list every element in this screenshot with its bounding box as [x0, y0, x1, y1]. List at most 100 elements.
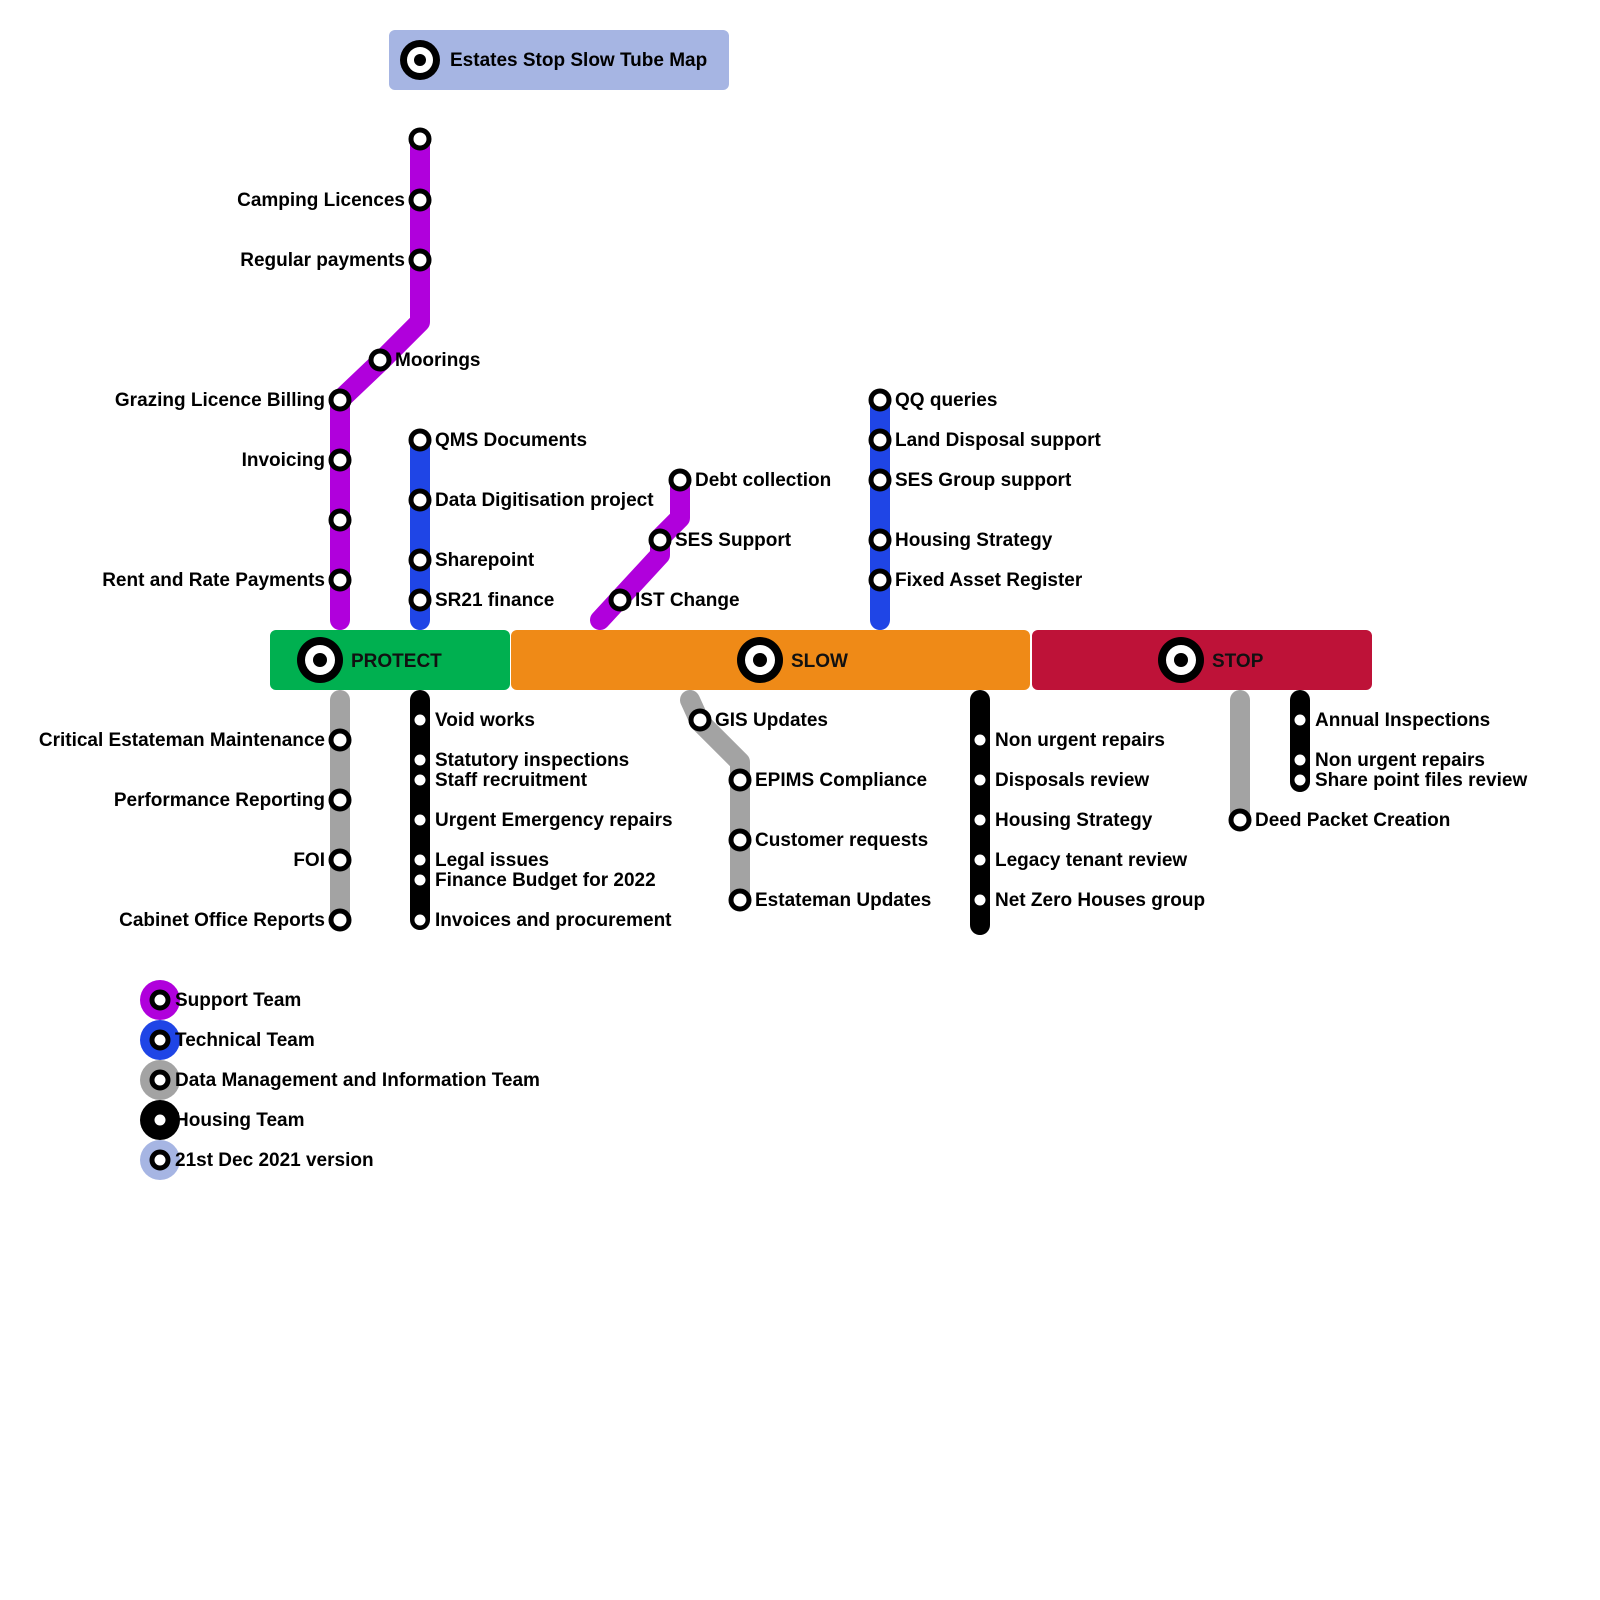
station-label: Housing Strategy	[995, 810, 1153, 831]
station-marker[interactable]	[648, 528, 672, 552]
station-label: IST Change	[635, 590, 740, 611]
station[interactable]: Finance Budget for 2022	[411, 870, 656, 891]
station[interactable]: Sharepoint	[408, 548, 535, 572]
station[interactable]: GIS Updates	[688, 708, 828, 732]
station[interactable]: Disposals review	[971, 770, 1149, 791]
station[interactable]: Legacy tenant review	[971, 850, 1187, 871]
title-box: Estates Stop Slow Tube Map	[389, 30, 729, 90]
station-marker[interactable]	[408, 428, 432, 452]
station-marker[interactable]	[868, 428, 892, 452]
station-marker[interactable]	[1291, 711, 1309, 729]
station[interactable]: Invoices and procurement	[411, 910, 672, 931]
station-marker[interactable]	[688, 708, 712, 732]
station[interactable]: Debt collection	[668, 468, 831, 492]
station[interactable]: Invoicing	[242, 448, 352, 472]
station-marker[interactable]	[328, 508, 352, 532]
station[interactable]: Share point files review	[1291, 770, 1527, 791]
station-marker[interactable]	[608, 588, 632, 612]
station[interactable]: Performance Reporting	[114, 788, 352, 812]
legend-item: Housing Team	[140, 1100, 305, 1140]
station[interactable]: QQ queries	[868, 388, 997, 412]
station[interactable]: Housing Strategy	[971, 810, 1153, 831]
station-label: Customer requests	[755, 830, 928, 851]
station-marker[interactable]	[868, 528, 892, 552]
station[interactable]: Void works	[411, 710, 535, 731]
station-marker[interactable]	[328, 568, 352, 592]
station[interactable]	[328, 508, 352, 532]
station[interactable]: SR21 finance	[408, 588, 554, 612]
station-marker[interactable]	[971, 891, 989, 909]
station-marker[interactable]	[408, 588, 432, 612]
station[interactable]: Deed Packet Creation	[1228, 808, 1450, 832]
station[interactable]: Estateman Updates	[728, 888, 931, 912]
station[interactable]: FOI	[293, 848, 352, 872]
station-marker[interactable]	[328, 388, 352, 412]
station[interactable]: Non urgent repairs	[1291, 750, 1485, 771]
roundel-icon	[1158, 637, 1204, 683]
station-marker[interactable]	[868, 388, 892, 412]
zone-stop-label: STOP	[1212, 651, 1264, 672]
legend-station-icon	[149, 989, 171, 1011]
station-marker[interactable]	[971, 811, 989, 829]
station[interactable]: Grazing Licence Billing	[115, 388, 352, 412]
station-marker[interactable]	[328, 788, 352, 812]
station[interactable]: SES Support	[648, 528, 792, 552]
station[interactable]: Annual Inspections	[1291, 710, 1490, 731]
station-marker[interactable]	[868, 568, 892, 592]
station[interactable]: Net Zero Houses group	[971, 890, 1205, 911]
station-marker[interactable]	[408, 127, 432, 151]
station[interactable]: Legal issues	[411, 850, 549, 871]
station-marker[interactable]	[408, 548, 432, 572]
zone-stop: STOP	[1032, 630, 1372, 690]
station-marker[interactable]	[728, 768, 752, 792]
station-marker[interactable]	[411, 711, 429, 729]
station-label: EPIMS Compliance	[755, 770, 927, 791]
station-marker[interactable]	[1291, 771, 1309, 789]
station-marker[interactable]	[328, 728, 352, 752]
station-marker[interactable]	[368, 348, 392, 372]
station[interactable]: SES Group support	[868, 468, 1072, 492]
station-marker[interactable]	[408, 248, 432, 272]
station[interactable]: Statutory inspections	[411, 750, 629, 771]
station[interactable]: QMS Documents	[408, 428, 587, 452]
station-marker[interactable]	[411, 811, 429, 829]
station[interactable]	[408, 127, 432, 151]
station-marker[interactable]	[328, 908, 352, 932]
station[interactable]: Regular payments	[240, 248, 432, 272]
station-marker[interactable]	[411, 771, 429, 789]
station[interactable]: Urgent Emergency repairs	[411, 810, 673, 831]
station-marker[interactable]	[408, 488, 432, 512]
station-marker[interactable]	[728, 828, 752, 852]
station[interactable]: Customer requests	[728, 828, 928, 852]
station[interactable]: Land Disposal support	[868, 428, 1102, 452]
station[interactable]: Staff recruitment	[411, 770, 588, 791]
station[interactable]: Moorings	[368, 348, 481, 372]
station-marker[interactable]	[411, 751, 429, 769]
station[interactable]: Critical Estateman Maintenance	[39, 728, 352, 752]
station-marker[interactable]	[1291, 751, 1309, 769]
station-marker[interactable]	[328, 448, 352, 472]
station[interactable]: IST Change	[608, 588, 740, 612]
station-marker[interactable]	[868, 468, 892, 492]
station-marker[interactable]	[411, 871, 429, 889]
station-marker[interactable]	[971, 851, 989, 869]
station-marker[interactable]	[971, 771, 989, 789]
station[interactable]: Housing Strategy	[868, 528, 1053, 552]
station-marker[interactable]	[1228, 808, 1252, 832]
station-marker[interactable]	[411, 851, 429, 869]
station[interactable]: Camping Licences	[237, 188, 432, 212]
station[interactable]: Data Digitisation project	[408, 488, 654, 512]
station[interactable]: Fixed Asset Register	[868, 568, 1083, 592]
station-marker[interactable]	[408, 188, 432, 212]
station-marker[interactable]	[971, 731, 989, 749]
station-label: Data Digitisation project	[435, 490, 654, 511]
station[interactable]: Non urgent repairs	[971, 730, 1165, 751]
station[interactable]: EPIMS Compliance	[728, 768, 927, 792]
station[interactable]: Cabinet Office Reports	[119, 908, 352, 932]
station[interactable]: Rent and Rate Payments	[102, 568, 352, 592]
station-marker[interactable]	[728, 888, 752, 912]
station-marker[interactable]	[328, 848, 352, 872]
station-marker[interactable]	[411, 911, 429, 929]
station-marker[interactable]	[668, 468, 692, 492]
